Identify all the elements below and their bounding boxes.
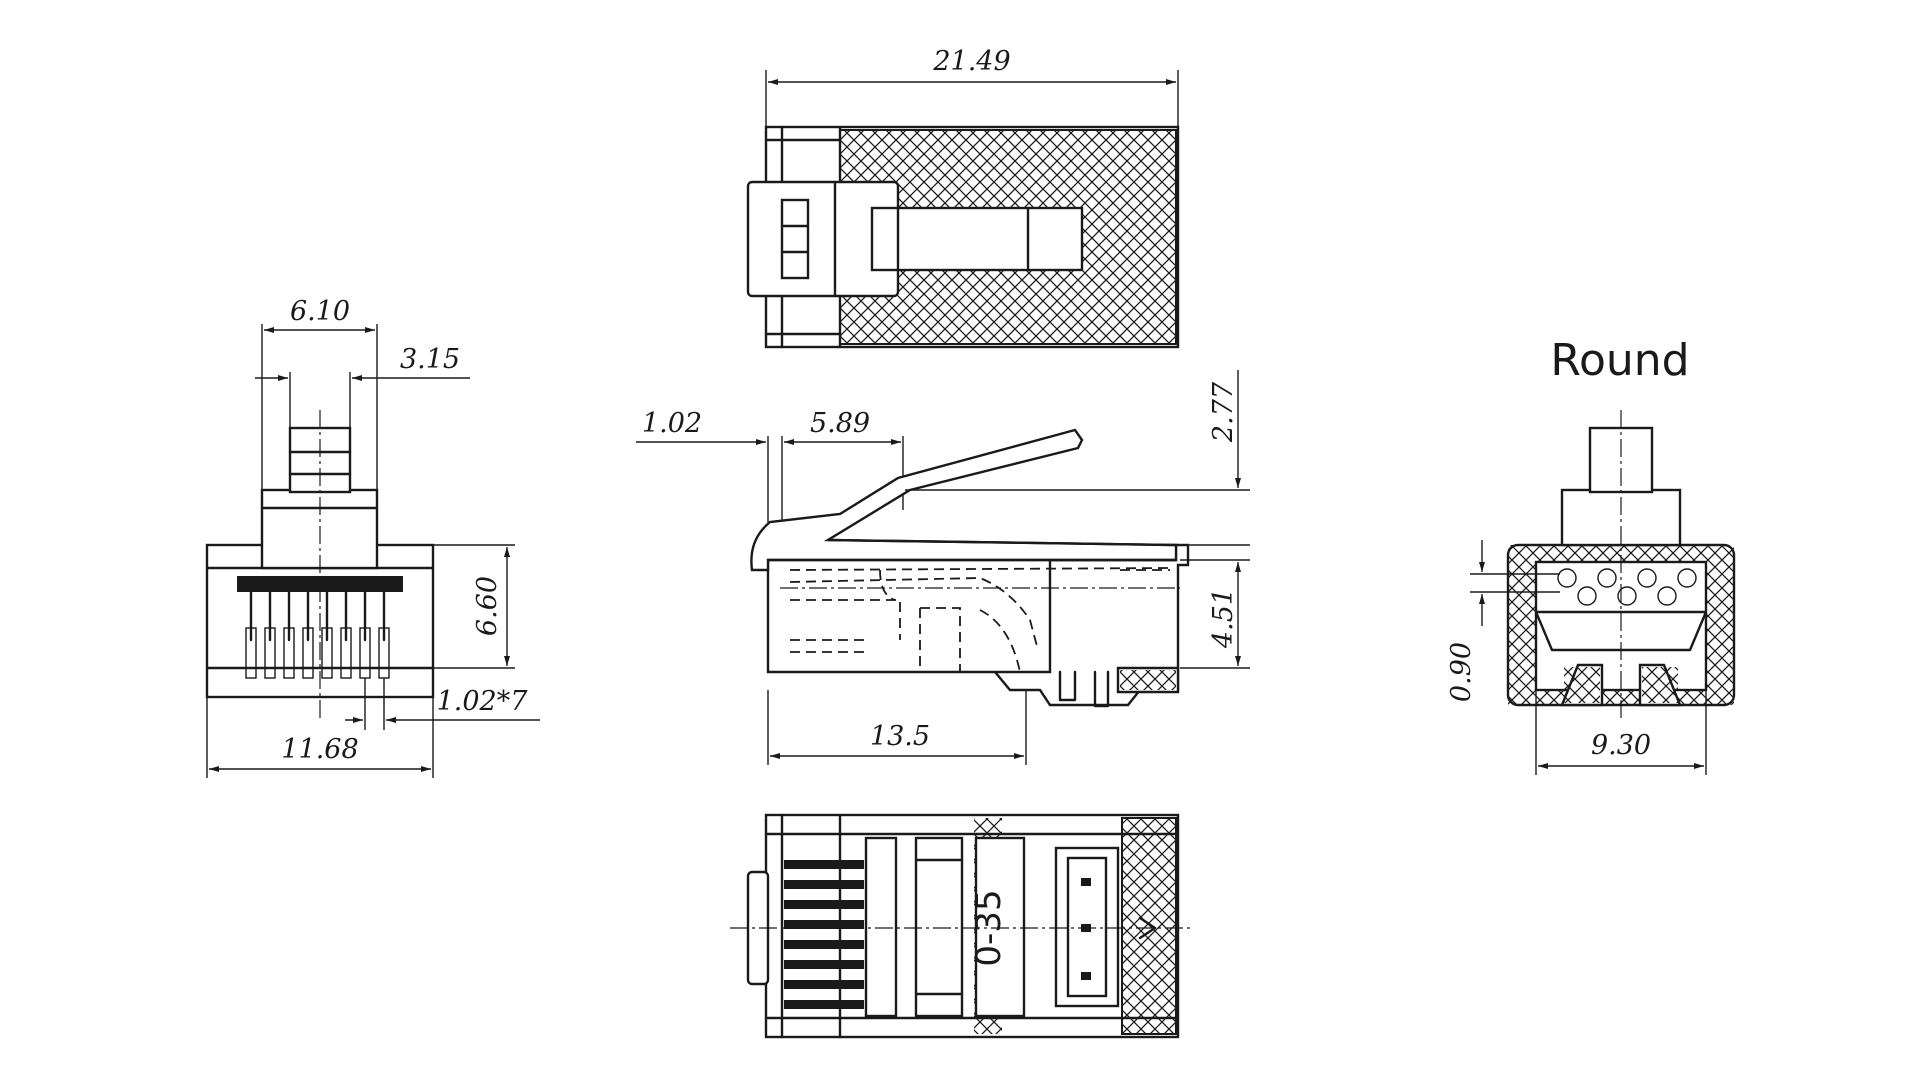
round-view: Round 0.90 9.30 <box>1446 335 1736 775</box>
dim-wire-label: 0.90 <box>1446 642 1477 702</box>
bottom-contacts <box>784 860 864 1009</box>
dim-length-label: 21.49 <box>932 46 1010 77</box>
side-body <box>766 543 1190 707</box>
side-latch <box>750 428 1178 572</box>
dim-front-label: 1.02 <box>642 408 702 439</box>
dim-contact-length-label: 13.5 <box>870 721 930 752</box>
round-title: Round <box>1550 335 1689 386</box>
dim-body-height-label: 4.51 <box>1208 588 1239 649</box>
top-slot <box>870 206 1084 272</box>
dim-tab-width-label: 6.10 <box>290 296 350 327</box>
front-contacts <box>245 590 390 679</box>
dim-tab-inner-label: 3.15 <box>400 344 460 375</box>
dim-latch-label: 5.89 <box>810 408 870 439</box>
latch-window <box>780 198 810 280</box>
dim-width-label: 11.68 <box>281 734 358 765</box>
round-contacts <box>1557 568 1697 606</box>
bottom-view: 0-35 <box>730 813 1192 1039</box>
top-view: 21.49 <box>746 46 1180 349</box>
side-view: 1.02 5.89 2.77 4.51 <box>636 370 1250 765</box>
dim-latch-height-label: 2.77 <box>1208 381 1239 443</box>
round-tab <box>1588 426 1654 494</box>
dim-height-label: 6.60 <box>472 576 503 636</box>
front-view: 6.10 3.15 <box>205 296 540 778</box>
dim-round-width-label: 9.30 <box>1591 730 1651 761</box>
dim-pitch-label: 1.02*7 <box>437 686 529 717</box>
